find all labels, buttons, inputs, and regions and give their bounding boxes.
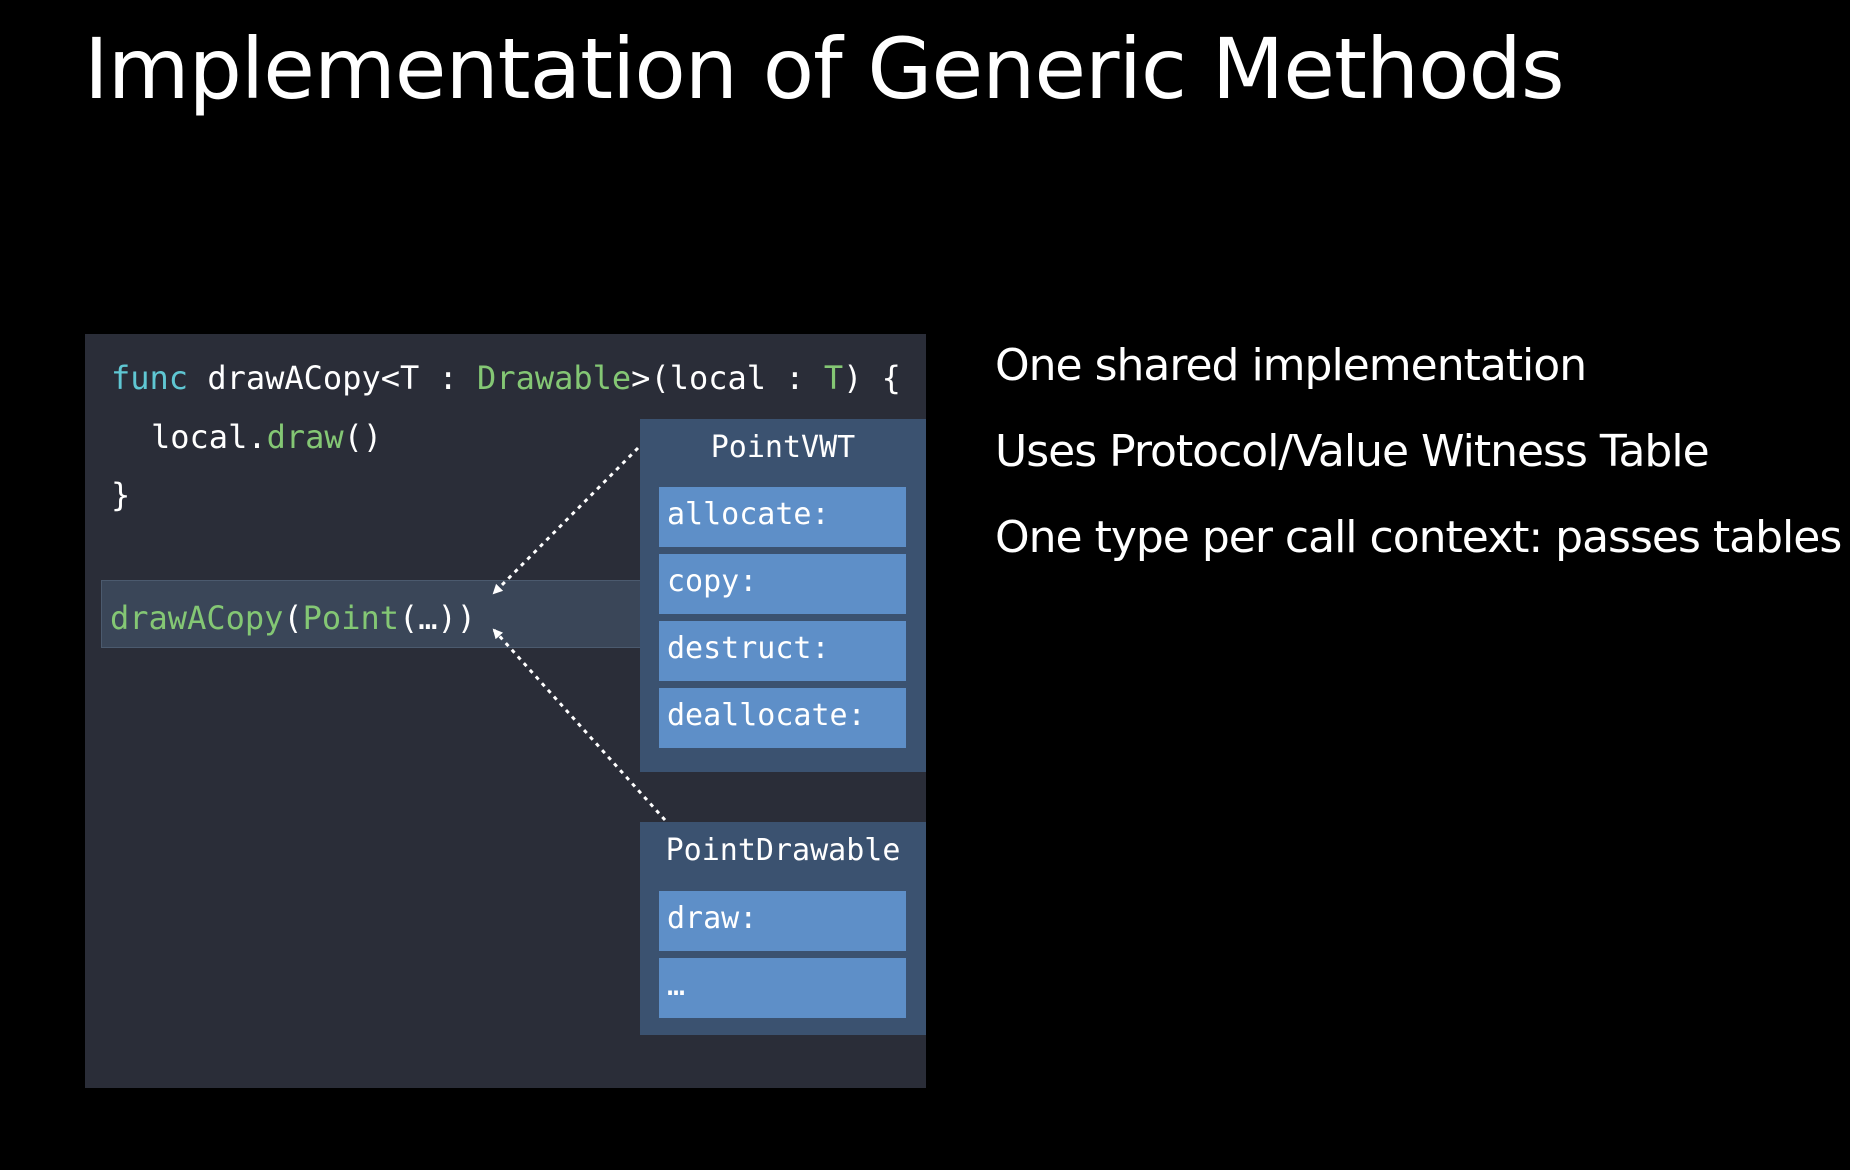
- point-drawable-table: PointDrawable draw: …: [640, 822, 926, 1035]
- bullet-item: One shared implementation: [995, 340, 1587, 391]
- point-vwt-title: PointVWT: [710, 430, 856, 465]
- func-keyword: func: [111, 359, 189, 397]
- draw-method: draw: [266, 418, 344, 456]
- bullet-list: One shared implementation Uses Protocol/…: [995, 336, 1842, 594]
- slide-title: Implementation of Generic Methods: [84, 20, 1565, 118]
- code-line-call-site: drawACopy(Point(…)): [110, 602, 476, 634]
- vwt-entry-destruct: destruct:: [659, 621, 906, 681]
- vwt-entry-copy: copy:: [659, 554, 906, 614]
- function-name: drawACopy<T :: [207, 359, 478, 397]
- point-vwt-table: PointVWT allocate: copy: destruct: deall…: [640, 419, 926, 772]
- pwt-entry-draw: draw:: [659, 891, 906, 951]
- receiver: local.: [151, 418, 267, 456]
- parameter-list: >(local :: [631, 359, 824, 397]
- protocol-name: Drawable: [477, 359, 632, 397]
- bullet-item: One type per call context: passes tables: [995, 512, 1842, 563]
- point-drawable-title: PointDrawable: [665, 833, 901, 868]
- code-line-draw-call: local.draw(): [151, 421, 382, 453]
- bullet-item: Uses Protocol/Value Witness Table: [995, 426, 1710, 477]
- call-arguments: (…)): [398, 599, 477, 637]
- type-parameter: T: [823, 359, 844, 397]
- signature-close: ) {: [843, 359, 901, 397]
- call-function: drawACopy: [110, 599, 284, 637]
- code-line-func-signature: func drawACopy<T : Drawable>(local : T) …: [111, 362, 901, 394]
- draw-parens: (): [343, 418, 383, 456]
- call-argument-type: Point: [302, 599, 399, 637]
- vwt-entry-allocate: allocate:: [659, 487, 906, 547]
- call-open-paren: (: [283, 599, 303, 637]
- code-line-close-brace: }: [111, 476, 131, 514]
- pwt-entry-ellipsis: …: [659, 958, 906, 1018]
- vwt-entry-deallocate: deallocate:: [659, 688, 906, 748]
